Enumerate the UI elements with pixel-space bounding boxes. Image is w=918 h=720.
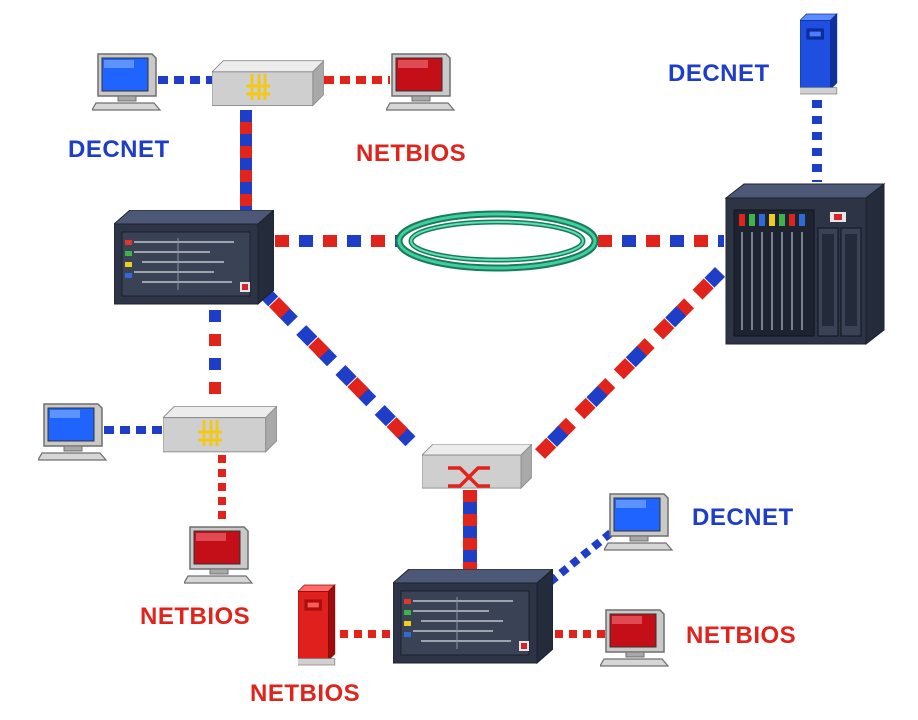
router-icon: [393, 569, 553, 664]
link-router-to-switch-red: [268, 297, 424, 454]
label-netbios: NETBIOS: [356, 140, 467, 167]
workstation-icon: [184, 526, 253, 584]
server-tower-icon: [298, 584, 336, 666]
link-switch-to-server-blue: [547, 267, 725, 447]
bridge-icon: [212, 60, 324, 106]
workstation-icon: [38, 403, 107, 461]
label-decnet: DECNET: [668, 60, 770, 87]
switch-icon: [422, 444, 532, 489]
link-switch-to-server: [535, 267, 725, 459]
link-router-bottom-to-decnet-pc: [547, 528, 615, 586]
label-decnet: DECNET: [692, 504, 794, 531]
label-netbios: NETBIOS: [250, 680, 361, 707]
router-icon: [114, 210, 274, 305]
link-router-to-switch: [257, 285, 423, 454]
label-netbios: NETBIOS: [140, 603, 251, 630]
bridge-icon: [163, 406, 277, 453]
workstation-icon: [600, 609, 669, 667]
workstation-icon: [92, 53, 161, 111]
label-decnet: DECNET: [68, 136, 170, 163]
workstation-icon: [604, 493, 673, 551]
workstation-icon: [386, 53, 455, 111]
server-tower-icon: [800, 13, 838, 95]
network-links: [104, 76, 822, 638]
label-netbios: NETBIOS: [686, 622, 797, 649]
token-ring-icon: [395, 210, 599, 272]
server-icon: [724, 182, 886, 346]
